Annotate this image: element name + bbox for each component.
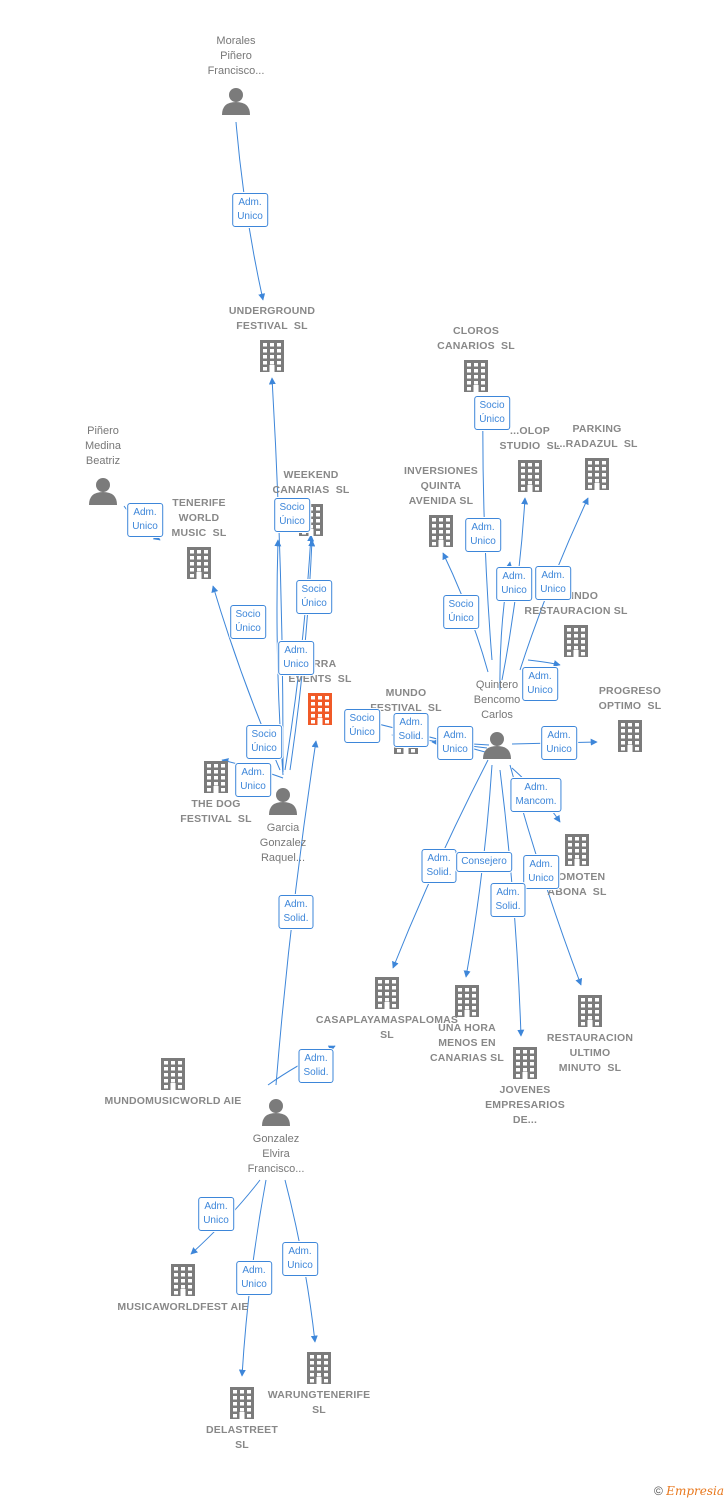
relation-badge[interactable]: Adm. Solid. bbox=[421, 849, 457, 883]
person-icon[interactable] bbox=[262, 1099, 290, 1126]
node-label-underground[interactable]: UNDERGROUND FESTIVAL SL bbox=[228, 305, 316, 332]
node-label-inversiones[interactable]: INVERSIONES QUINTA AVENIDA SL bbox=[404, 465, 478, 507]
person-icon[interactable] bbox=[269, 788, 297, 815]
relation-badge[interactable]: Adm. Mancom. bbox=[510, 778, 562, 812]
node-label-thedog[interactable]: THE DOG FESTIVAL SL bbox=[180, 798, 252, 825]
relation-badge[interactable]: Adm. Unico bbox=[465, 518, 501, 552]
building-icon[interactable] bbox=[578, 995, 602, 1027]
node-label-delastreet[interactable]: DELASTREET SL bbox=[205, 1424, 279, 1451]
person-icon[interactable] bbox=[89, 478, 117, 505]
building-icon[interactable] bbox=[307, 1352, 331, 1384]
building-icon[interactable] bbox=[161, 1058, 185, 1090]
edge-quintero-brindo bbox=[527, 659, 561, 667]
relation-badge[interactable]: Adm. Unico bbox=[541, 726, 577, 760]
building-icon[interactable] bbox=[585, 458, 609, 490]
brand-logo[interactable]: Empresia bbox=[666, 1484, 724, 1498]
relation-badge[interactable]: Socio Único bbox=[246, 725, 282, 759]
building-icon[interactable] bbox=[187, 547, 211, 579]
relation-badge[interactable]: Adm. Solid. bbox=[298, 1049, 334, 1083]
node-label-pinero[interactable]: Piñero Medina Beatriz bbox=[84, 425, 122, 467]
relation-badge[interactable]: Adm. Unico bbox=[198, 1197, 234, 1231]
node-label-jovenes[interactable]: JOVENES EMPRESARIOS DE... bbox=[485, 1084, 565, 1126]
relation-badge[interactable]: Adm. Unico bbox=[278, 641, 314, 675]
node-label-cloros[interactable]: CLOROS CANARIOS SL bbox=[437, 325, 515, 352]
relation-badge[interactable]: Socio Único bbox=[274, 498, 310, 532]
building-icon[interactable] bbox=[429, 515, 453, 547]
relation-badge[interactable]: Socio Único bbox=[296, 580, 332, 614]
relation-badge[interactable]: Adm. Unico bbox=[437, 726, 473, 760]
node-label-mundomusic[interactable]: MUNDOMUSICWORLD AIE bbox=[104, 1095, 242, 1107]
person-icon[interactable] bbox=[483, 732, 511, 759]
node-label-garcia[interactable]: Garcia Gonzalez Raquel... bbox=[259, 822, 307, 864]
building-icon[interactable] bbox=[230, 1387, 254, 1419]
relation-badge[interactable]: Adm. Solid. bbox=[393, 713, 429, 747]
building-icon[interactable] bbox=[618, 720, 642, 752]
relation-badge[interactable]: Adm. Unico bbox=[522, 667, 558, 701]
relation-badge[interactable]: Adm. Unico bbox=[535, 566, 571, 600]
relation-badge[interactable]: Adm. Solid. bbox=[278, 895, 314, 929]
node-label-promoten[interactable]: ...OMOTEN ABONA SL bbox=[547, 871, 607, 898]
node-label-progreso[interactable]: PROGRESO OPTIMO SL bbox=[598, 685, 662, 712]
node-label-musicaworld[interactable]: MUSICAWORLDFEST AIE bbox=[117, 1301, 249, 1313]
building-icon[interactable] bbox=[260, 340, 284, 372]
relation-badge[interactable]: Consejero bbox=[456, 852, 512, 872]
building-icon[interactable] bbox=[464, 360, 488, 392]
node-label-mundo_festival[interactable]: MUNDO FESTIVAL SL bbox=[370, 687, 442, 714]
building-icon[interactable] bbox=[564, 625, 588, 657]
relation-badge[interactable]: Socio Único bbox=[474, 396, 510, 430]
building-icon[interactable] bbox=[171, 1264, 195, 1296]
relation-badge[interactable]: Adm. Solid. bbox=[490, 883, 526, 917]
node-label-parking[interactable]: PARKING ...RADAZUL SL bbox=[556, 423, 638, 450]
brand-footer: © Empresia bbox=[654, 1484, 724, 1498]
relation-badge[interactable]: Socio Único bbox=[344, 709, 380, 743]
node-label-unahora[interactable]: UNA HORA MENOS EN CANARIAS SL bbox=[430, 1022, 504, 1064]
node-label-restauracion[interactable]: RESTAURACION ULTIMO MINUTO SL bbox=[546, 1032, 634, 1074]
relation-badge[interactable]: Adm. Unico bbox=[236, 1261, 272, 1295]
building-icon[interactable] bbox=[565, 834, 589, 866]
relation-badge[interactable]: Socio Único bbox=[230, 605, 266, 639]
relation-badge[interactable]: Adm. Unico bbox=[127, 503, 163, 537]
building-icon[interactable] bbox=[204, 761, 228, 793]
relation-badge[interactable]: Adm. Unico bbox=[496, 567, 532, 601]
node-label-warung[interactable]: WARUNGTENERIFE SL bbox=[267, 1389, 371, 1416]
node-label-tolop[interactable]: ...OLOP STUDIO SL bbox=[499, 425, 561, 452]
node-label-quintero[interactable]: Quintero Bencomo Carlos bbox=[473, 679, 521, 721]
node-label-casaplaya[interactable]: CASAPLAYAMASPALOMAS SL bbox=[315, 1014, 459, 1041]
node-label-morales[interactable]: Morales Piñero Francisco... bbox=[207, 35, 265, 77]
building-icon[interactable] bbox=[375, 977, 399, 1009]
relation-badge[interactable]: Adm. Unico bbox=[235, 763, 271, 797]
building-icon[interactable] bbox=[308, 693, 332, 725]
building-icon[interactable] bbox=[518, 460, 542, 492]
relation-badge[interactable]: Adm. Unico bbox=[232, 193, 268, 227]
node-label-gonzalez[interactable]: Gonzalez Elvira Francisco... bbox=[247, 1133, 305, 1175]
brand-initial: E bbox=[666, 1484, 675, 1498]
building-icon[interactable] bbox=[513, 1047, 537, 1079]
relation-badge[interactable]: Adm. Unico bbox=[523, 855, 559, 889]
relation-badge[interactable]: Adm. Unico bbox=[282, 1242, 318, 1276]
node-label-tenerife_world[interactable]: TENERIFE WORLD MUSIC SL bbox=[171, 497, 227, 539]
relation-badge[interactable]: Socio Único bbox=[443, 595, 479, 629]
brand-name: mpresia bbox=[674, 1484, 724, 1498]
node-label-weekend[interactable]: WEEKEND CANARIAS SL bbox=[272, 469, 350, 496]
copyright-symbol: © bbox=[653, 1484, 663, 1498]
person-icon[interactable] bbox=[222, 88, 250, 115]
building-icon[interactable] bbox=[455, 985, 479, 1017]
edge-garcia-underground bbox=[268, 377, 284, 773]
